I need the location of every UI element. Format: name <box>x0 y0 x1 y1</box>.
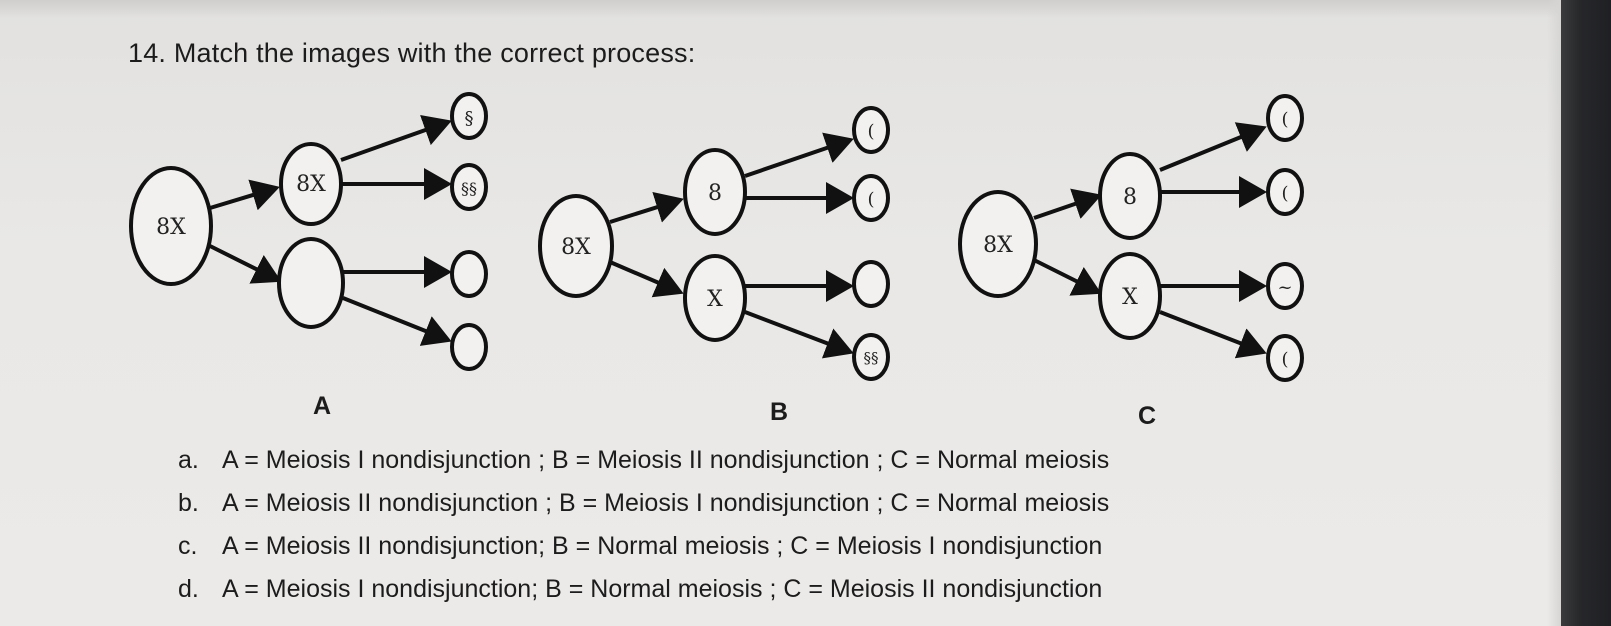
daughter-cell <box>277 237 345 329</box>
gamete-cell <box>852 174 890 222</box>
option-text: A = Meiosis I nondisjunction ; B = Meios… <box>222 446 1110 474</box>
daughter-chromosomes: 8 <box>1123 185 1137 210</box>
arrow <box>340 114 452 162</box>
diagram-c-label: C <box>1138 402 1157 430</box>
arrow <box>609 191 684 224</box>
arrow <box>744 310 854 359</box>
parent-chromosomes: 8X <box>156 215 186 240</box>
gamete-cell <box>1266 334 1304 382</box>
gamete-chromosomes: ( <box>1281 109 1288 130</box>
arrow <box>209 244 282 284</box>
daughter-chromosomes: X <box>1122 285 1138 310</box>
daughter-chromosomes: X <box>707 287 723 312</box>
gamete-chromosomes: §§ <box>864 349 879 367</box>
photo-top-shadow <box>0 0 1611 18</box>
diagram-b-label: B <box>770 398 789 426</box>
daughter-cell <box>1098 252 1162 340</box>
arrow <box>1159 310 1267 359</box>
option-letter: b. <box>178 489 199 517</box>
parent-chromosomes: 8X <box>983 233 1013 258</box>
option-text: A = Meiosis II nondisjunction ; B = Meio… <box>222 489 1110 517</box>
diagram-a: 8X 8X § §§ <box>128 88 498 388</box>
daughter-chromosomes: 8 <box>708 181 722 206</box>
daughter-cell <box>683 148 747 236</box>
gamete-cell <box>852 333 890 381</box>
gamete-cell <box>450 323 488 371</box>
daughter-cell <box>683 254 747 342</box>
monitor-bezel-edge <box>1547 0 1561 626</box>
gamete-chromosomes: ( <box>1281 183 1288 204</box>
gamete-cell <box>450 92 488 140</box>
parent-cell <box>538 194 614 298</box>
gamete-chromosomes: ( <box>867 189 874 210</box>
arrow <box>609 260 684 298</box>
daughter-chromosomes: 8X <box>296 172 326 197</box>
diagram-b: 8X 8 X ( ( §§ <box>538 100 908 400</box>
option-letter: d. <box>178 575 199 603</box>
arrow <box>209 179 280 211</box>
question-number: 14. <box>128 38 167 68</box>
question-heading: 14. Match the images with the correct pr… <box>128 38 695 69</box>
gamete-chromosomes: ~ <box>1277 277 1292 298</box>
arrow <box>1159 122 1267 172</box>
gamete-cell <box>852 106 890 154</box>
parent-cell <box>958 190 1038 298</box>
parent-chromosomes: 8X <box>561 235 591 260</box>
gamete-cell <box>1266 262 1304 310</box>
option-d[interactable]: d. A = Meiosis I nondisjunction; B = Nor… <box>178 569 1109 612</box>
gamete-chromosomes: §§ <box>461 179 477 198</box>
gamete-cell <box>1266 94 1304 142</box>
gamete-chromosomes: ( <box>1281 349 1288 370</box>
gamete-chromosomes: § <box>465 108 474 129</box>
gamete-cell <box>450 163 488 211</box>
gamete-chromosomes: ( <box>867 121 874 142</box>
option-letter: a. <box>178 446 199 474</box>
gamete-cell <box>450 250 488 298</box>
monitor-bezel <box>1561 0 1611 626</box>
gamete-cell <box>1266 168 1304 216</box>
option-c[interactable]: c. A = Meiosis II nondisjunction; B = No… <box>178 526 1109 569</box>
parent-cell <box>129 166 213 286</box>
diagram-a-label: A <box>313 392 332 420</box>
option-a[interactable]: a. A = Meiosis I nondisjunction ; B = Me… <box>178 440 1109 483</box>
question-text: Match the images with the correct proces… <box>173 38 696 68</box>
option-letter: c. <box>178 532 198 560</box>
option-b[interactable]: b. A = Meiosis II nondisjunction ; B = M… <box>178 483 1109 526</box>
option-text: A = Meiosis II nondisjunction; B = Norma… <box>222 532 1103 560</box>
option-text: A = Meiosis I nondisjunction; B = Normal… <box>222 575 1103 603</box>
diagram-c: 8X 8 X ( ( ~ ( <box>958 88 1328 398</box>
arrow <box>342 296 452 346</box>
answer-options: a. A = Meiosis I nondisjunction ; B = Me… <box>178 440 1109 612</box>
gamete-cell <box>852 260 890 308</box>
arrow <box>1033 258 1102 296</box>
daughter-cell <box>1098 152 1162 240</box>
arrow <box>744 132 854 178</box>
arrow <box>1033 188 1102 220</box>
